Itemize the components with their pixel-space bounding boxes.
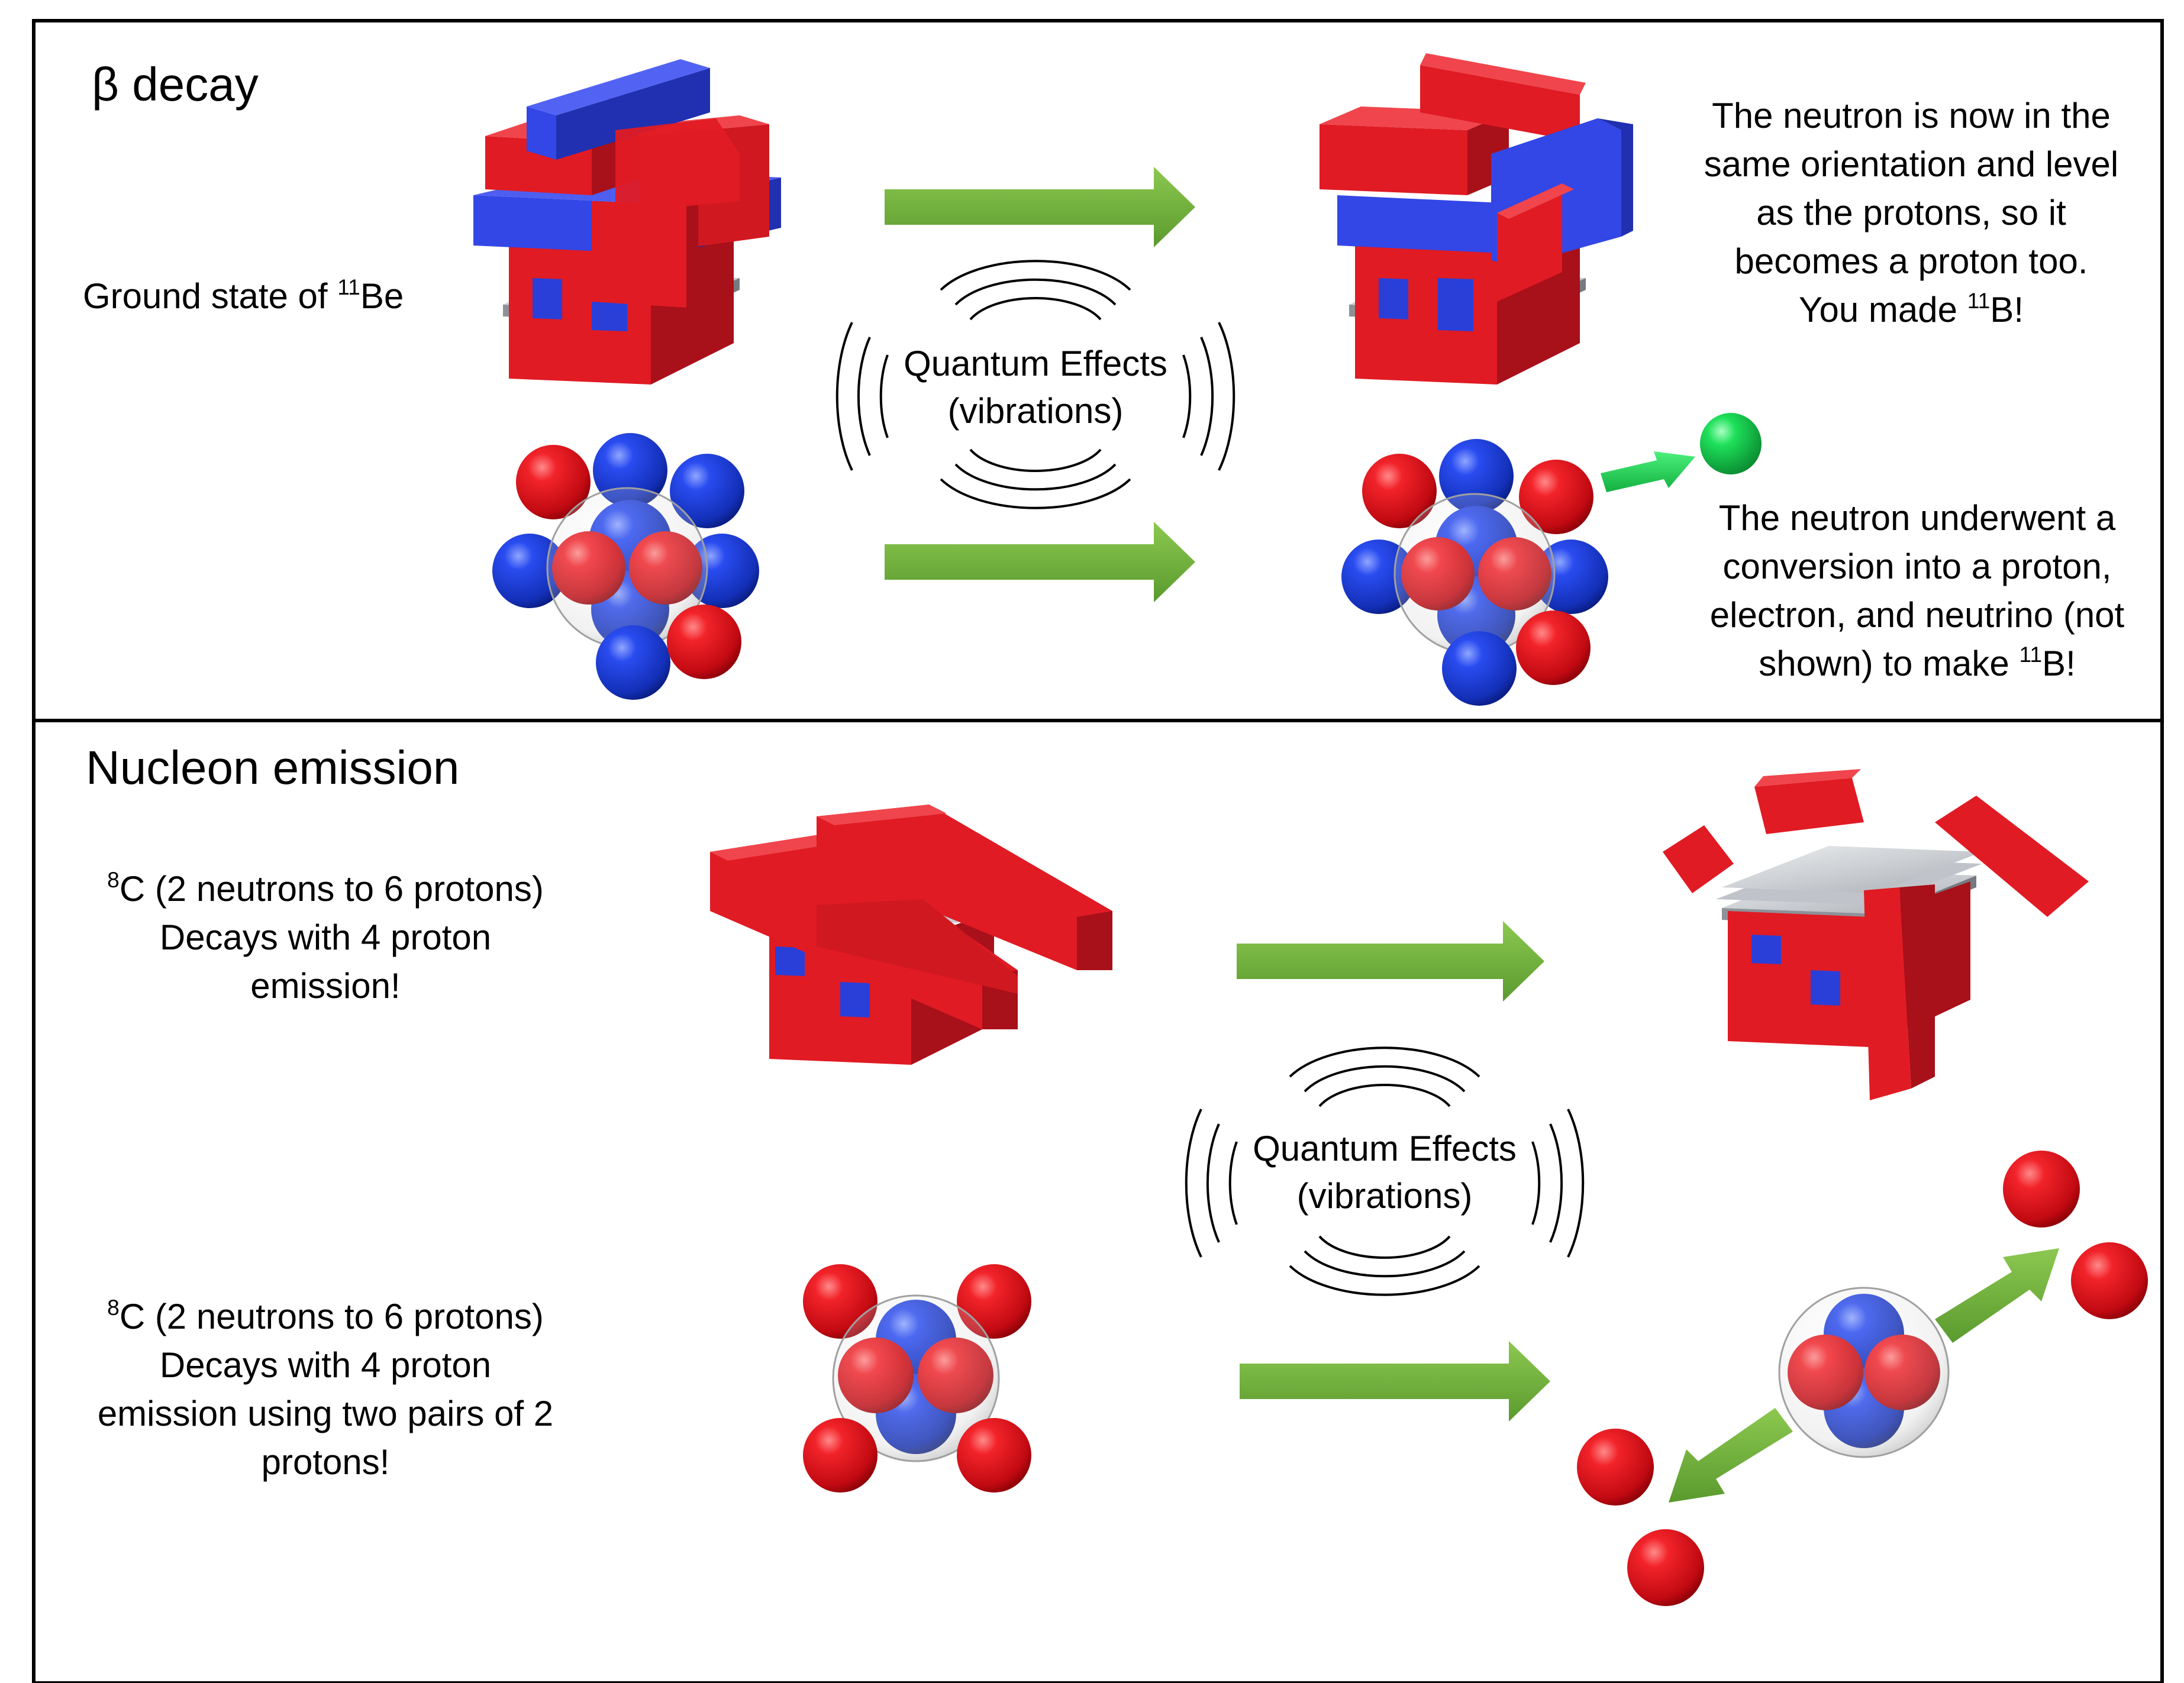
quantum-line1: Quantum Effects xyxy=(1253,1129,1517,1168)
ground-state-text: Ground state of xyxy=(83,276,328,316)
caption-line: Decays with 4 proton xyxy=(159,1345,492,1385)
note-text: You made xyxy=(1799,290,1958,330)
nucleus-shell xyxy=(832,1294,1000,1462)
nucleus-c8 xyxy=(803,1264,1031,1493)
neutron xyxy=(596,625,670,700)
neutron-orientation-note: The neutron is now in the same orientati… xyxy=(1645,92,2177,334)
nucleon-emission-title: Nucleon emission xyxy=(86,741,460,794)
note-line: same orientation and level xyxy=(1704,144,2119,184)
proton xyxy=(516,445,591,519)
note-line: conversion into a proton, xyxy=(1722,547,2112,586)
caption-text: C (2 neutrons to 6 protons) xyxy=(119,1297,544,1336)
quantum-vibration-icon xyxy=(1185,1046,1585,1296)
proton xyxy=(803,1418,878,1493)
arrow-proton-pair-down xyxy=(1669,1408,1793,1503)
c8-block-caption: 8C (2 neutrons to 6 protons) Decays with… xyxy=(59,865,592,1010)
nucleus-after-emission xyxy=(1778,1287,1950,1458)
emitted-particle xyxy=(1700,413,1762,474)
proton xyxy=(667,605,741,679)
proton xyxy=(1519,460,1593,534)
emitted-proton xyxy=(1577,1429,1654,1506)
quantum-effects-top-label: Quantum Effects (vibrations) xyxy=(858,340,1213,435)
neutron-conversion-note: The neutron underwent a conversion into … xyxy=(1657,494,2177,688)
arrow-emission-blocks xyxy=(1237,921,1544,1002)
caption-line: 8C (2 neutrons to 6 protons) xyxy=(59,865,592,913)
block-structure-b11 xyxy=(1320,53,1633,385)
mass-number: 8 xyxy=(107,1294,120,1320)
note-line: shown) to make 11B! xyxy=(1657,639,2177,688)
note-line: electron, and neutrino (not xyxy=(1709,595,2125,635)
outer-frame xyxy=(32,19,2164,1683)
mass-number: 11 xyxy=(1967,288,1991,313)
nucleus-be11 xyxy=(492,433,759,700)
nucleus-b11 xyxy=(1341,439,1608,706)
caption-line: 8C (2 neutrons to 6 protons) xyxy=(59,1293,592,1341)
note-line: The neutron is now in the xyxy=(1712,96,2111,135)
block-structure-c8 xyxy=(710,805,1112,1065)
note-text: B! xyxy=(2042,644,2076,683)
caption-line: protons! xyxy=(261,1442,390,1482)
quantum-vibration-icon xyxy=(835,260,1235,509)
proton xyxy=(957,1418,1031,1493)
note-line: You made 11B! xyxy=(1645,286,2177,334)
emitted-proton xyxy=(2003,1151,2080,1227)
emitted-proton xyxy=(2071,1242,2148,1319)
note-line: The neutron underwent a xyxy=(1718,498,2116,538)
beta-decay-title: β decay xyxy=(92,58,259,111)
arrow-emission-nucleus xyxy=(1240,1341,1550,1422)
note-text: shown) to make xyxy=(1759,644,2009,683)
c8-nucleus-caption: 8C (2 neutrons to 6 protons) Decays with… xyxy=(59,1293,592,1487)
caption-line: emission using two pairs of 2 xyxy=(97,1394,554,1433)
ground-state-label: Ground state of 11Be xyxy=(83,272,404,321)
ground-state-element: Be xyxy=(360,276,404,316)
quantum-line2: (vibrations) xyxy=(1296,1176,1473,1216)
mass-number: 8 xyxy=(107,867,120,892)
arrow-beta-blocks xyxy=(885,167,1195,247)
proton xyxy=(1362,454,1437,528)
ground-state-mass: 11 xyxy=(337,274,360,299)
proton xyxy=(1516,610,1591,685)
neutron xyxy=(1439,439,1514,513)
note-line: as the protons, so it xyxy=(1756,193,2066,232)
arrow-beta-nucleus xyxy=(885,522,1195,602)
block-structure-decayed xyxy=(1663,769,2089,1100)
quantum-effects-bottom-label: Quantum Effects (vibrations) xyxy=(1207,1125,1562,1220)
caption-line: Decays with 4 proton xyxy=(159,918,492,957)
neutron xyxy=(1442,631,1517,706)
emitted-proton xyxy=(1627,1529,1704,1606)
quantum-line1: Quantum Effects xyxy=(904,344,1167,383)
neutron xyxy=(670,454,744,528)
mass-number: 11 xyxy=(2019,641,2043,667)
nucleus-shell xyxy=(1778,1287,1950,1458)
caption-text: C (2 neutrons to 6 protons) xyxy=(119,869,544,909)
note-line: becomes a proton too. xyxy=(1734,241,2088,281)
arrow-proton-pair-up xyxy=(1935,1248,2059,1343)
block-structure-be11 xyxy=(473,59,781,385)
quantum-line2: (vibrations) xyxy=(947,391,1124,431)
emission-arrow xyxy=(1601,451,1695,492)
caption-line: emission! xyxy=(250,966,401,1006)
note-text: B! xyxy=(1990,290,2024,330)
